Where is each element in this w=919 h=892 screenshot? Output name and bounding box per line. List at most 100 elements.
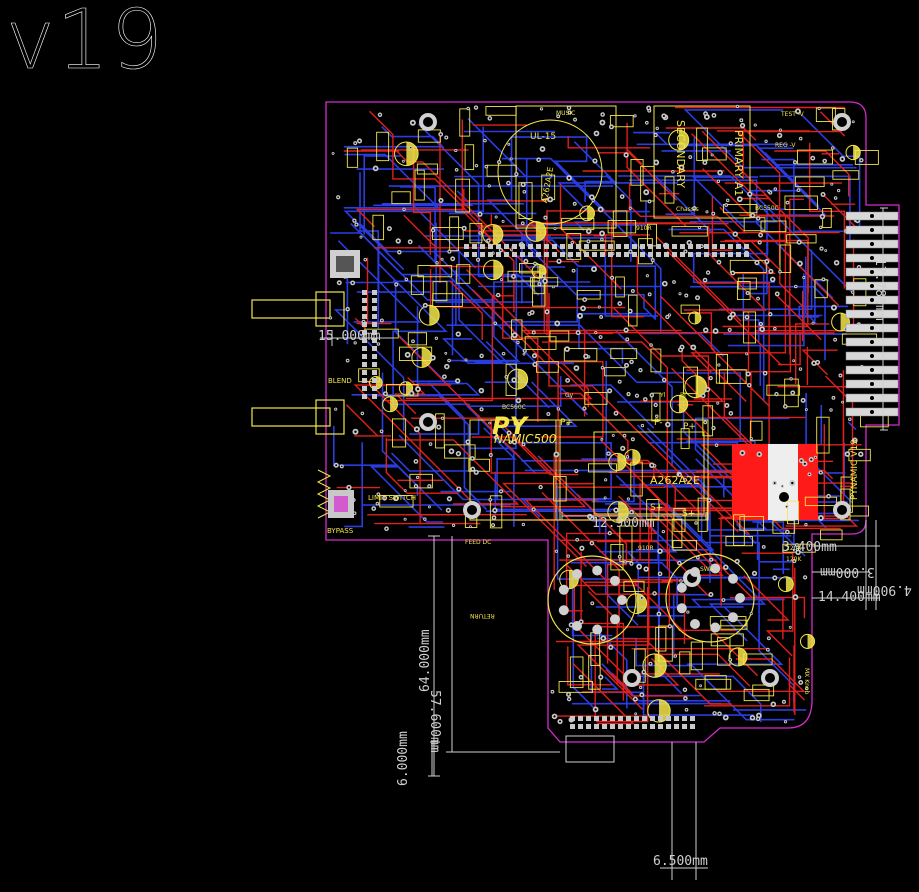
pad-hole bbox=[718, 712, 721, 715]
header-pad bbox=[592, 252, 597, 257]
pad-hole bbox=[625, 153, 628, 157]
bottom-trace bbox=[382, 203, 524, 269]
top-trace bbox=[702, 168, 835, 217]
pad-hole bbox=[804, 576, 806, 579]
pad-hole bbox=[757, 297, 759, 300]
header-pad bbox=[712, 244, 717, 249]
pad-hole bbox=[796, 551, 800, 554]
pad-hole bbox=[484, 139, 486, 142]
component-outline bbox=[391, 191, 411, 205]
header-pad bbox=[570, 716, 575, 721]
pad-hole bbox=[646, 275, 649, 277]
pad-hole bbox=[700, 245, 703, 247]
bottom-trace bbox=[637, 675, 762, 723]
pad-hole bbox=[624, 561, 626, 563]
pad-hole bbox=[404, 489, 406, 492]
pad-hole bbox=[557, 408, 560, 410]
pad-hole bbox=[537, 158, 540, 161]
blend-label: BLEND bbox=[328, 377, 352, 385]
pad-hole bbox=[448, 497, 451, 500]
pad-hole bbox=[679, 293, 681, 295]
pad-hole bbox=[632, 438, 634, 441]
header-pad bbox=[488, 252, 493, 257]
component-outline bbox=[651, 392, 661, 422]
header-pad bbox=[626, 724, 631, 729]
pad-hole bbox=[522, 523, 525, 526]
header-pad bbox=[682, 716, 687, 721]
pad-hole bbox=[361, 412, 364, 415]
tube-socket-pin bbox=[710, 622, 721, 633]
pad-hole bbox=[439, 133, 442, 136]
pad-hole bbox=[704, 329, 707, 332]
pad-hole bbox=[590, 542, 593, 545]
pad-hole bbox=[581, 307, 585, 310]
pad-hole bbox=[448, 250, 451, 253]
bottom-trace bbox=[498, 381, 578, 437]
pad-hole bbox=[364, 258, 367, 261]
pad-hole bbox=[424, 304, 427, 307]
header-pad bbox=[600, 244, 605, 249]
header-pad bbox=[362, 370, 367, 375]
top-trace bbox=[429, 265, 539, 422]
pad-hole bbox=[601, 121, 604, 124]
component-outline bbox=[725, 536, 753, 547]
header-pad bbox=[584, 252, 589, 257]
pad-hole bbox=[662, 114, 665, 118]
pad-hole bbox=[650, 394, 653, 397]
tube-socket-pin bbox=[592, 624, 603, 635]
bottom-trace bbox=[369, 466, 444, 523]
top-trace bbox=[612, 307, 806, 419]
top-trace bbox=[345, 404, 392, 437]
capacitor-polarity-mark bbox=[807, 634, 815, 649]
pad-hole bbox=[755, 261, 759, 264]
pad-hole bbox=[674, 655, 677, 657]
pad-hole bbox=[729, 659, 731, 661]
pad-hole bbox=[567, 555, 569, 557]
component-outline bbox=[739, 516, 764, 531]
bottom-trace bbox=[690, 285, 826, 361]
top-trace bbox=[466, 269, 614, 335]
pad-hole bbox=[640, 597, 643, 599]
pad-hole bbox=[659, 572, 661, 575]
component-outline bbox=[787, 500, 800, 525]
pad-hole bbox=[403, 208, 405, 211]
r910-lower-label: 910R bbox=[638, 545, 654, 552]
pad-hole bbox=[698, 226, 701, 229]
pad-hole bbox=[650, 344, 652, 346]
header-pad bbox=[520, 244, 525, 249]
pad-hole bbox=[601, 438, 603, 440]
capacitor-polarity-mark bbox=[636, 593, 647, 614]
pad-hole bbox=[558, 720, 562, 723]
pad-hole bbox=[747, 372, 750, 375]
pad-hole bbox=[639, 369, 642, 372]
pad-hole bbox=[786, 531, 789, 533]
pad-hole bbox=[767, 648, 769, 651]
pad-hole bbox=[797, 189, 800, 191]
pad-hole bbox=[635, 713, 637, 715]
pad-hole bbox=[450, 450, 453, 453]
pad-hole bbox=[441, 417, 444, 419]
pad-hole bbox=[651, 259, 654, 261]
bottom-trace bbox=[465, 376, 562, 527]
pad-hole bbox=[601, 367, 604, 369]
tube-socket-pin bbox=[558, 605, 569, 616]
pad-hole bbox=[793, 560, 796, 562]
header-pad bbox=[520, 252, 525, 257]
pad-hole bbox=[757, 717, 760, 720]
pad-hole bbox=[832, 397, 835, 399]
pad-hole bbox=[377, 493, 380, 496]
pad-hole bbox=[858, 266, 860, 269]
pad-hole bbox=[818, 107, 820, 110]
pad-hole bbox=[722, 599, 725, 601]
pad-hole bbox=[475, 106, 477, 109]
heatsink-hole bbox=[779, 492, 789, 502]
pad-hole bbox=[515, 422, 518, 425]
pad-hole bbox=[332, 152, 334, 154]
header-pad bbox=[576, 244, 581, 249]
top-trace bbox=[353, 384, 499, 505]
edge-connector-hole bbox=[870, 368, 874, 372]
bottom-trace bbox=[344, 442, 363, 528]
pad-hole bbox=[754, 124, 756, 126]
